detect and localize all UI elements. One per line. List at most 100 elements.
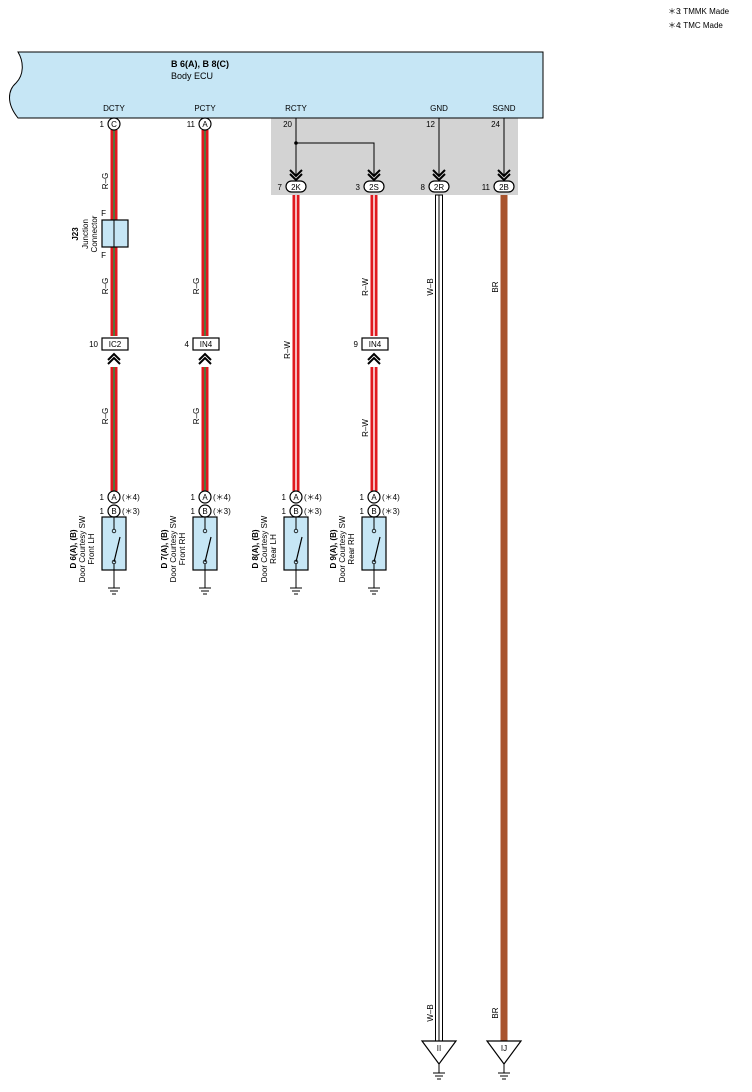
junction-connector-j23: F F J23 Junction Connector <box>71 209 129 260</box>
svg-text:1: 1 <box>282 493 287 502</box>
terminal-rcty: RCTY <box>285 104 307 113</box>
svg-text:11: 11 <box>482 183 491 192</box>
terminal-pcty: PCTY <box>194 104 216 113</box>
ecu-code: B 6(A), B 8(C) <box>171 59 229 69</box>
notes: ＊3 : TMMK Made ＊4 : TMC Made <box>668 7 730 30</box>
svg-text:2R: 2R <box>434 183 444 192</box>
svg-text:Front LH: Front LH <box>87 533 96 564</box>
mid-connector-ic2: IC2 10 <box>89 337 129 365</box>
svg-text:Rear LH: Rear LH <box>269 534 278 564</box>
note-mark-4: ＊4 <box>668 21 681 30</box>
svg-text:(＊4): (＊4) <box>304 493 322 502</box>
wire-color-labels: R–G R–G R–G R–G R–G R–W R–W R–W W–B W–B … <box>101 173 500 1022</box>
svg-text:A: A <box>202 120 208 129</box>
junction-code: J23 <box>71 227 80 241</box>
svg-text:Door Courtesy SW: Door Courtesy SW <box>338 515 347 582</box>
wire-rcty-front <box>292 195 300 491</box>
pin-pcty: 11 <box>187 120 196 129</box>
svg-text:Front RH: Front RH <box>178 533 187 566</box>
terminal-sgnd: SGND <box>492 104 515 113</box>
svg-text:B: B <box>111 507 116 516</box>
wire-pcty <box>201 130 209 491</box>
wire-rcty-rear <box>370 195 378 491</box>
junction-pin-bottom: F <box>101 251 106 260</box>
svg-text:4: 4 <box>185 340 190 349</box>
svg-text:R–W: R–W <box>283 341 292 359</box>
ground-point-ii: II <box>420 1040 458 1080</box>
svg-text:II: II <box>437 1044 441 1053</box>
svg-text:IJ: IJ <box>501 1044 507 1053</box>
wire-rcty-branch <box>294 130 375 175</box>
inline-connector-area <box>271 118 518 195</box>
svg-text:IN4: IN4 <box>369 340 382 349</box>
svg-text:1: 1 <box>360 493 365 502</box>
svg-text:Rear RH: Rear RH <box>347 533 356 564</box>
svg-text:7: 7 <box>278 183 283 192</box>
body-ecu-block <box>9 51 544 119</box>
svg-text:(＊3): (＊3) <box>304 507 322 516</box>
svg-text:R–W: R–W <box>361 419 370 437</box>
note-text-tmc: : TMC Made <box>679 21 723 30</box>
ground-point-ij: IJ <box>485 1040 523 1080</box>
junction-pin-top: F <box>101 209 106 218</box>
svg-text:IC2: IC2 <box>109 340 122 349</box>
svg-text:R–G: R–G <box>101 408 110 424</box>
svg-text:IN4: IN4 <box>200 340 213 349</box>
svg-text:D 8(A), (B): D 8(A), (B) <box>251 529 260 568</box>
svg-text:W–B: W–B <box>426 278 435 295</box>
svg-text:BR: BR <box>491 281 500 292</box>
switch-rear-rh: A 1 (＊4) B 1 (＊3) D 9(A), (B) Door Court… <box>329 490 400 595</box>
terminal-gnd: GND <box>430 104 448 113</box>
mid-connector-in4-rear: IN4 9 <box>354 337 389 365</box>
junction-name2: Connector <box>90 215 99 252</box>
inline-connector-2b: 2B 11 <box>482 169 515 193</box>
svg-text:D 9(A), (B): D 9(A), (B) <box>329 529 338 568</box>
svg-text:A: A <box>202 493 208 502</box>
svg-text:(＊3): (＊3) <box>213 507 231 516</box>
svg-text:W–B: W–B <box>426 1004 435 1021</box>
svg-text:1: 1 <box>100 507 105 516</box>
pin-gnd: 12 <box>426 120 435 129</box>
inline-connector-2k: 2K 7 <box>278 169 307 193</box>
svg-text:(＊4): (＊4) <box>382 493 400 502</box>
svg-text:C: C <box>111 120 117 129</box>
svg-text:(＊3): (＊3) <box>382 507 400 516</box>
svg-text:Door Courtesy SW: Door Courtesy SW <box>169 515 178 582</box>
svg-text:R–G: R–G <box>192 278 201 294</box>
svg-text:2B: 2B <box>499 183 509 192</box>
wire-dcty <box>110 130 118 491</box>
svg-text:(＊4): (＊4) <box>213 493 231 502</box>
wire-sgnd <box>500 195 508 1041</box>
svg-text:1: 1 <box>360 507 365 516</box>
svg-text:(＊4): (＊4) <box>122 493 140 502</box>
note-mark-3: ＊3 <box>668 7 681 16</box>
inline-connector-2s: 2S 3 <box>356 169 385 193</box>
svg-text:R–G: R–G <box>101 173 110 189</box>
junction-name1: Junction <box>81 219 90 249</box>
note-text-tmmk: : TMMK Made <box>679 7 730 16</box>
svg-text:1: 1 <box>282 507 287 516</box>
svg-text:D 7(A), (B): D 7(A), (B) <box>160 529 169 568</box>
svg-text:(＊3): (＊3) <box>122 507 140 516</box>
svg-text:B: B <box>371 507 376 516</box>
svg-text:1: 1 <box>191 493 196 502</box>
mid-connector-in4-pcty: IN4 4 <box>185 337 220 365</box>
svg-text:R–G: R–G <box>192 408 201 424</box>
pin-dcty: 1 <box>100 120 105 129</box>
svg-text:R–W: R–W <box>361 278 370 296</box>
svg-text:9: 9 <box>354 340 359 349</box>
switch-rear-lh: A 1 (＊4) B 1 (＊3) D 8(A), (B) Door Court… <box>251 490 322 595</box>
inline-connector-2r: 2R 8 <box>421 169 450 193</box>
terminal-dcty: DCTY <box>103 104 125 113</box>
svg-text:1: 1 <box>100 493 105 502</box>
ecu-terminal-c: C <box>107 117 121 131</box>
svg-text:Door Courtesy SW: Door Courtesy SW <box>260 515 269 582</box>
svg-text:Door Courtesy SW: Door Courtesy SW <box>78 515 87 582</box>
ecu-name: Body ECU <box>171 71 213 81</box>
svg-text:1: 1 <box>191 507 196 516</box>
svg-text:BR: BR <box>491 1007 500 1018</box>
svg-text:R–G: R–G <box>101 278 110 294</box>
svg-text:B: B <box>293 507 298 516</box>
svg-text:A: A <box>111 493 117 502</box>
